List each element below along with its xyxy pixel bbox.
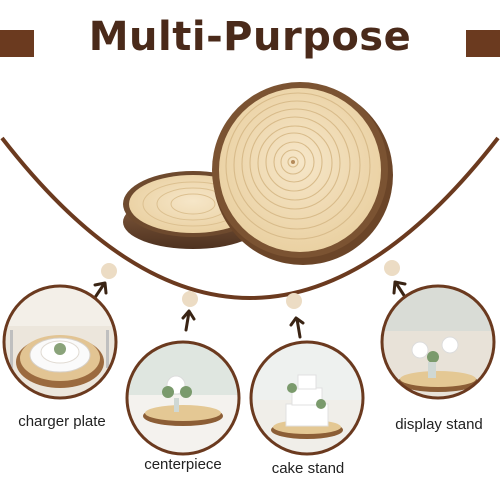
arrow-icon-2: [181, 309, 196, 332]
connecting-arc: [0, 136, 500, 300]
use-label-display-stand: display stand: [395, 416, 483, 433]
use-label-charger-plate: charger plate: [18, 413, 106, 430]
arc-bead-3: [286, 293, 302, 309]
arc-bead-1: [101, 263, 117, 279]
arrow-icon-3: [289, 316, 305, 339]
decorative-bar-left: [0, 30, 34, 57]
photo-cake-stand: [249, 340, 365, 456]
photo-centerpiece: [125, 340, 241, 456]
decorative-bar-right: [466, 30, 500, 57]
photo-display-stand: [380, 284, 496, 400]
use-label-cake-stand: cake stand: [271, 460, 345, 477]
arc-bead-4: [384, 260, 400, 276]
wood-slice-front: [212, 82, 393, 265]
arc-bead-2: [182, 291, 198, 307]
photo-charger-plate: [2, 284, 118, 400]
use-label-centerpiece: centerpiece: [144, 456, 222, 473]
page-title: Multi-Purpose: [88, 14, 412, 60]
